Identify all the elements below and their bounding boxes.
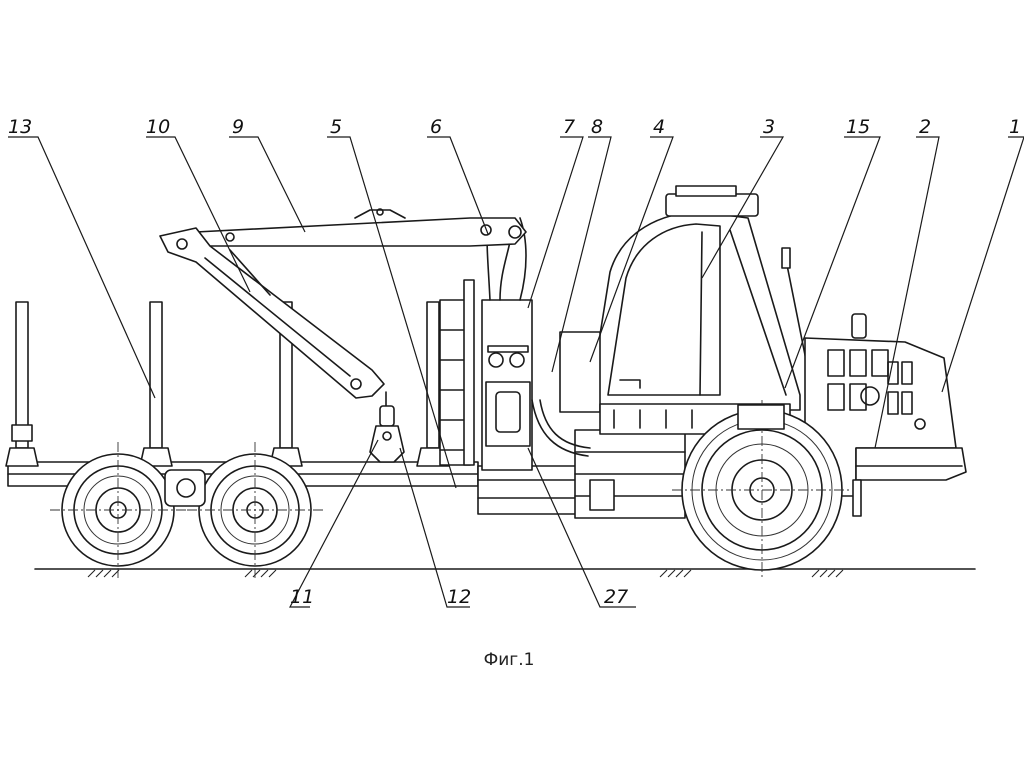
callout-4: 4 xyxy=(653,116,665,138)
callout-3: 3 xyxy=(763,116,775,138)
grapple xyxy=(369,391,405,463)
crane-column xyxy=(481,217,533,471)
front-gate xyxy=(439,279,475,466)
callout-labels: 13 10 9 5 6 7 8 4 3 15 2 1 11 12 27 xyxy=(8,116,1021,608)
callout-1: 1 xyxy=(1009,116,1021,138)
callout-7: 7 xyxy=(563,116,575,138)
callout-27: 27 xyxy=(604,586,628,608)
rear-wheels xyxy=(50,442,323,578)
callout-leaders xyxy=(8,136,1024,608)
engine-hood xyxy=(804,313,967,517)
callout-13: 13 xyxy=(8,116,32,138)
callout-8: 8 xyxy=(591,116,603,138)
callout-2: 2 xyxy=(919,116,931,138)
callout-10: 10 xyxy=(146,116,170,138)
figure-caption: Фиг.1 xyxy=(484,650,535,670)
cab xyxy=(559,185,807,435)
front-chassis xyxy=(531,399,686,519)
crane-boom xyxy=(159,208,527,399)
front-wheel xyxy=(672,400,852,580)
callout-12: 12 xyxy=(447,586,471,608)
callout-11: 11 xyxy=(290,586,314,608)
stakes xyxy=(5,301,450,467)
callout-6: 6 xyxy=(430,116,442,138)
callout-15: 15 xyxy=(846,116,870,138)
callout-5: 5 xyxy=(330,116,342,138)
ground xyxy=(34,568,976,578)
callout-9: 9 xyxy=(232,116,244,138)
